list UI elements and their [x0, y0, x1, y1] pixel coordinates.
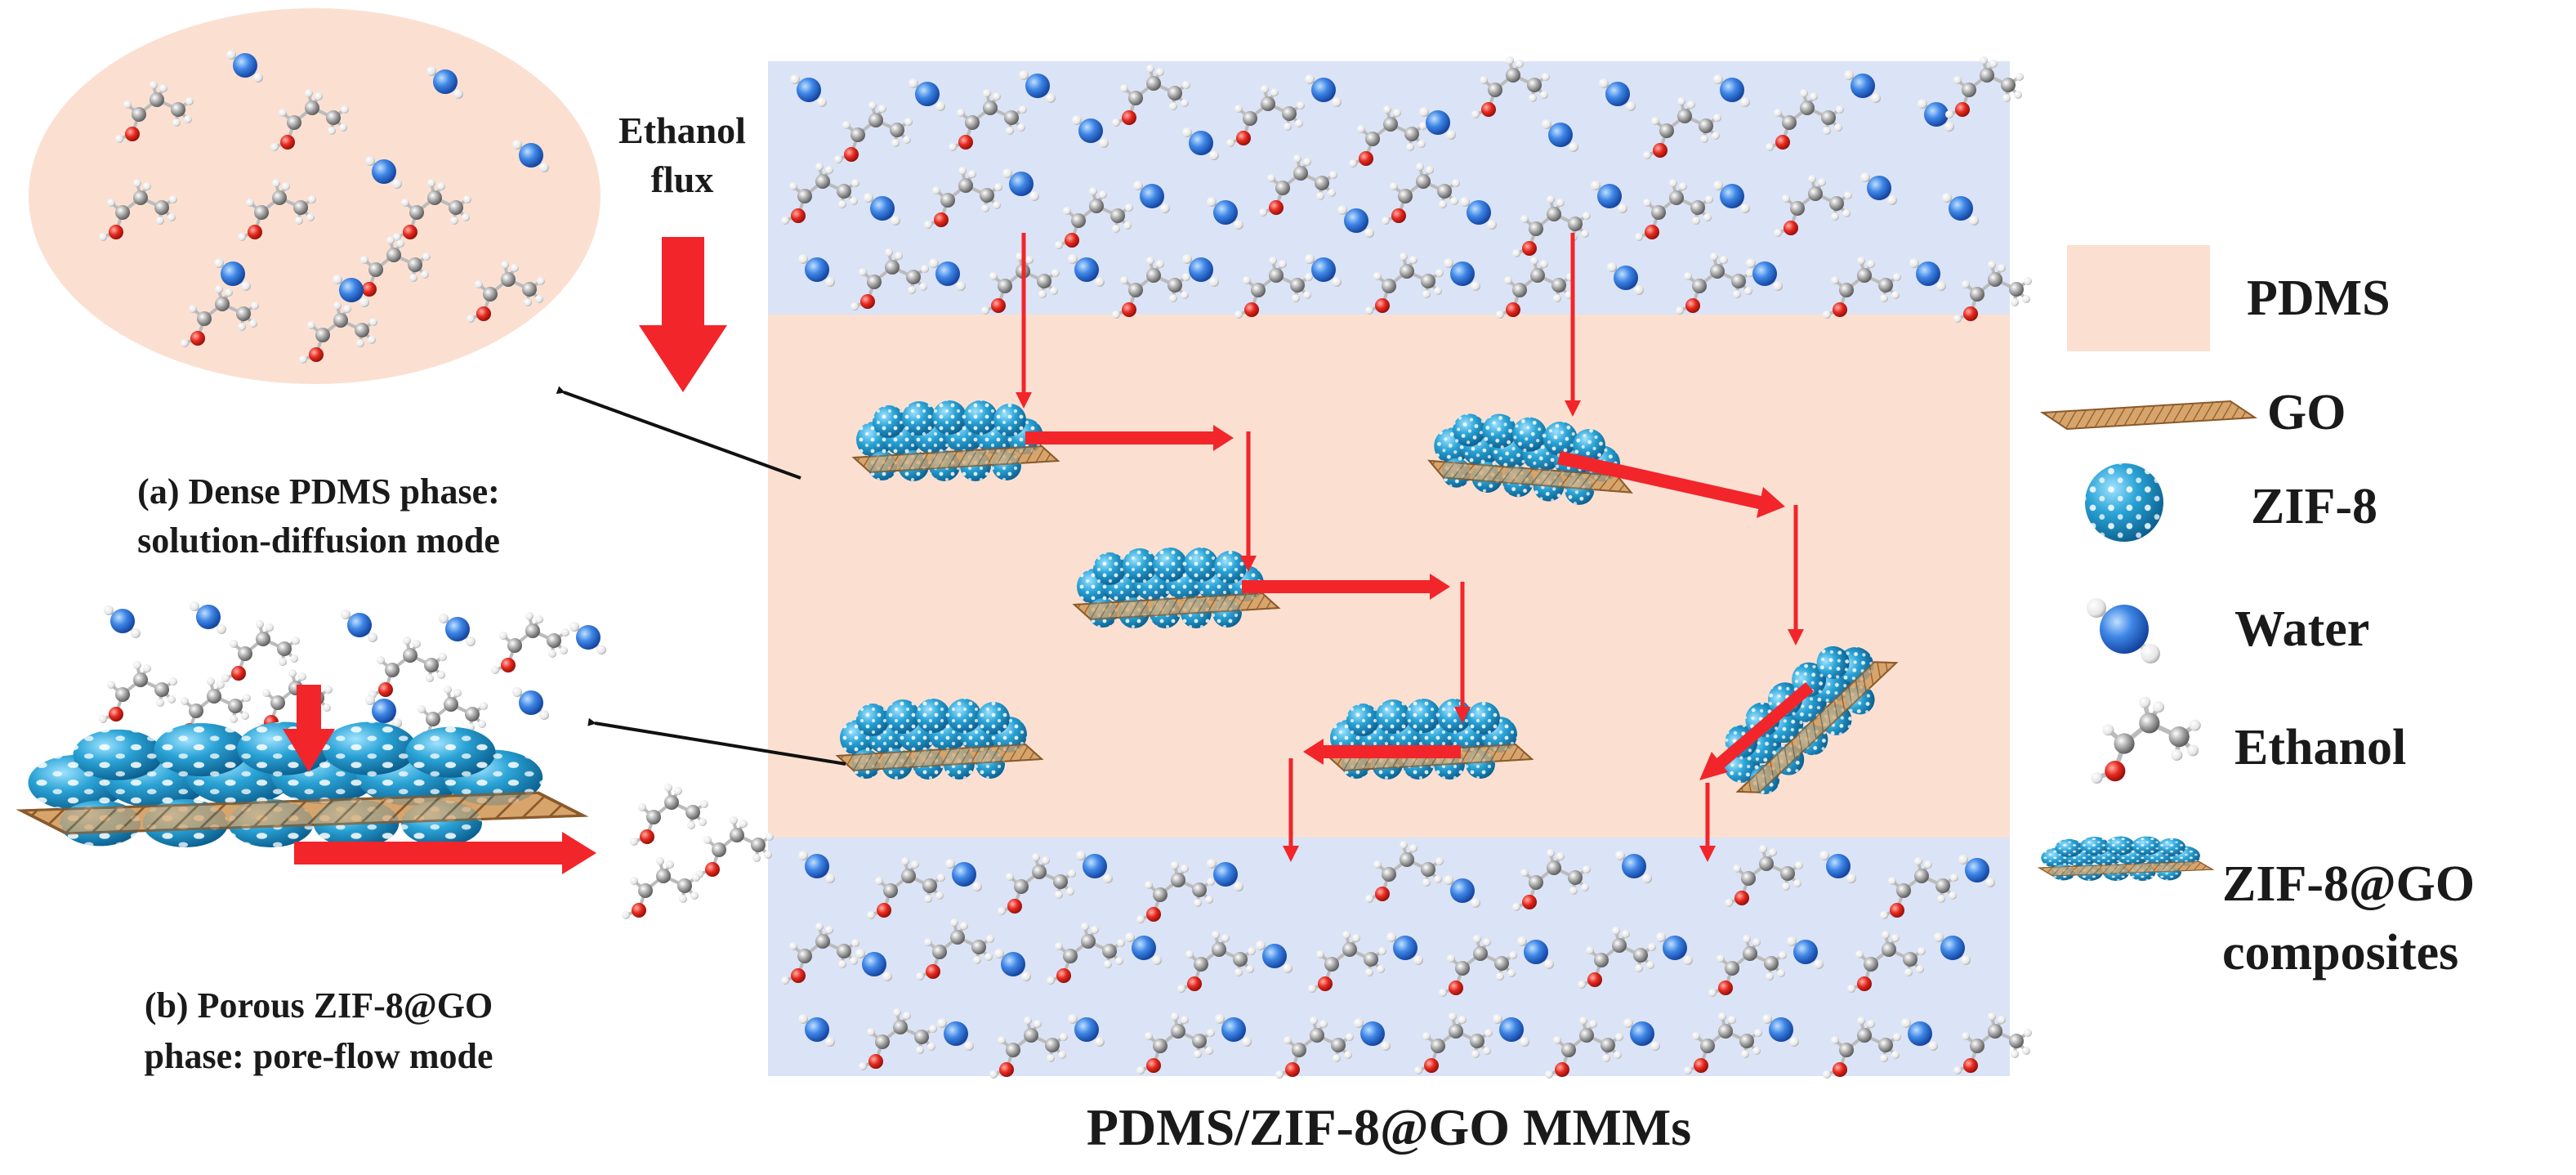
porous-phase-line-2: phase: pore-flow mode — [144, 1036, 493, 1076]
legend-icons — [2038, 245, 2256, 882]
water-molecule-icon — [2087, 598, 2160, 663]
porous-phase-label: (b) Porous ZIF-8@GO phase: pore-flow mod… — [49, 981, 588, 1082]
legend-water-label: Water — [2234, 601, 2370, 657]
legend-composite-label: ZIF-8@GO composites — [2222, 850, 2475, 987]
zif8-sphere-icon — [2085, 463, 2163, 542]
membrane-title: PDMS/ZIF-8@GO MMMs — [1086, 1098, 1692, 1156]
legend-go-label: GO — [2267, 385, 2346, 440]
legend-composite-line-2: composites — [2222, 925, 2459, 981]
dense-phase-line-2: solution-diffusion mode — [137, 520, 500, 561]
callout-arrow-dense — [556, 386, 801, 480]
legend-zif8-label: ZIF-8 — [2251, 479, 2377, 534]
dense-phase-line-1: (a) Dense PDMS phase: — [137, 471, 500, 512]
graphene-oxide-sheet-icon — [2042, 400, 2256, 430]
ethanol-flux-line-1: Ethanol — [618, 109, 746, 151]
pdms-swatch-icon — [2067, 245, 2210, 351]
legend-pdms-label: PDMS — [2247, 270, 2391, 326]
porous-phase-line-1: (b) Porous ZIF-8@GO — [144, 985, 493, 1025]
legend-ethanol-label: Ethanol — [2234, 720, 2407, 775]
ethanol-molecule-icon — [2091, 697, 2200, 784]
callout-arrow-porous — [587, 717, 846, 766]
ethanol-flux-label: Ethanol flux — [596, 106, 768, 204]
ethanol-flux-line-2: flux — [650, 159, 714, 200]
zif8-go-composite-icon — [2038, 835, 2214, 882]
legend-composite-line-1: ZIF-8@GO — [2222, 856, 2476, 912]
callout-arrows — [556, 386, 846, 766]
porous-zif8go-inset — [21, 600, 775, 921]
ethanol-flux-arrow — [639, 237, 727, 392]
dense-phase-label: (a) Dense PDMS phase: solution-diffusion… — [49, 467, 588, 565]
ethanol-pathway-arrows — [1016, 233, 1814, 862]
dense-pdms-inset — [29, 8, 600, 384]
